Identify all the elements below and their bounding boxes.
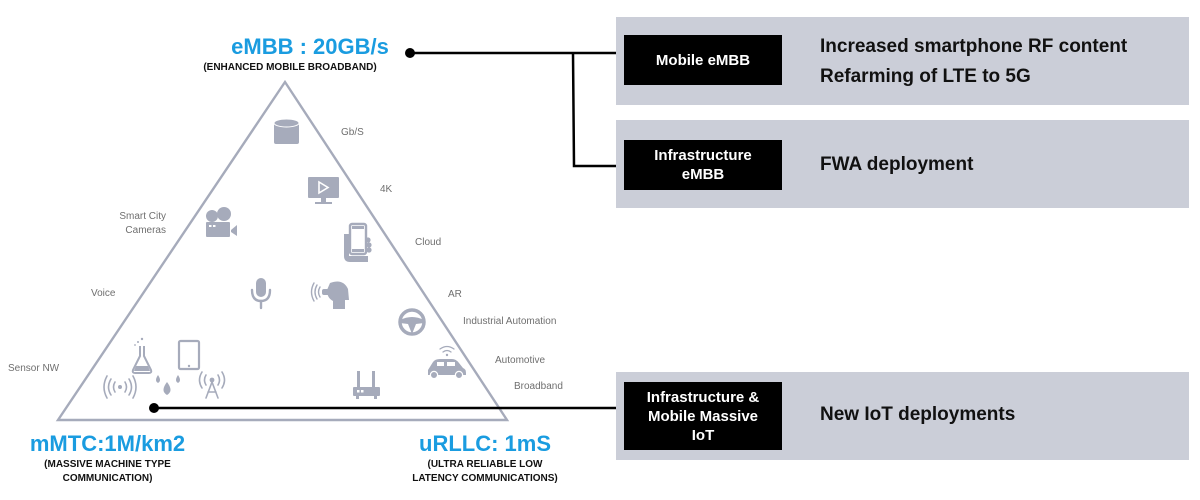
panel-text-line: Increased smartphone RF content <box>820 36 1128 57</box>
wireless-signal-icon <box>103 375 137 399</box>
label-ar: AR <box>448 289 462 300</box>
badge-label: IoT <box>691 426 715 444</box>
label-cloud: Cloud <box>415 237 442 248</box>
movie-camera-icon <box>206 207 237 237</box>
tablet-icon <box>177 339 201 371</box>
badge-label: Mobile eMBB <box>655 51 751 69</box>
urllc-title: uRLLC: 1mS <box>419 431 551 456</box>
mmtc-subtitle-line: (MASSIVE MACHINE TYPE <box>44 459 171 470</box>
badge-infrastructure-embb: Infrastructure eMBB <box>624 140 782 190</box>
router-icon <box>353 371 380 399</box>
phone-in-hand-icon <box>344 222 372 262</box>
urllc-subtitle: (ULTRA RELIABLE LOW LATENCY COMMUNICATIO… <box>385 458 585 486</box>
label-sensor-nw: Sensor NW <box>8 363 60 374</box>
label-voice: Voice <box>91 288 116 299</box>
panel-mobile-embb: Mobile eMBB Increased smartphone RF cont… <box>616 17 1189 105</box>
urllc-subtitle-line: (ULTRA RELIABLE LOW <box>427 459 543 470</box>
badge-massive-iot: Infrastructure & Mobile Massive IoT <box>624 382 782 450</box>
panel-infrastructure-embb: Infrastructure eMBB FWA deployment <box>616 120 1189 208</box>
label-broadband: Broadband <box>514 381 563 392</box>
use-case-triangle <box>55 79 510 422</box>
label-cameras-line: Cameras <box>125 225 166 236</box>
microphone-icon <box>250 278 272 310</box>
flask-icon <box>131 337 153 374</box>
panel-text-line: New IoT deployments <box>820 404 1016 425</box>
label-automotive: Automotive <box>495 355 546 366</box>
panel-text-line: Refarming of LTE to 5G <box>820 66 1031 87</box>
embb-title: eMBB : 20GB/s <box>231 34 389 59</box>
mmtc-subtitle-line: COMMUNICATION) <box>62 473 153 484</box>
label-smart-city-cameras: Smart City Cameras <box>110 210 166 238</box>
embb-connector <box>405 48 616 168</box>
water-drops-icon <box>156 375 180 395</box>
urllc-subtitle-line: LATENCY COMMUNICATIONS) <box>412 473 558 484</box>
panel-massive-iot: Infrastructure & Mobile Massive IoT New … <box>616 372 1189 460</box>
label-4k: 4K <box>380 184 393 195</box>
steering-wheel-icon <box>398 308 426 336</box>
panel-text-line: FWA deployment <box>820 154 974 175</box>
badge-mobile-embb: Mobile eMBB <box>624 35 782 85</box>
panel-description: New IoT deployments <box>820 400 1015 430</box>
label-smart-city-line: Smart City <box>119 211 166 222</box>
mmtc-subtitle: (MASSIVE MACHINE TYPE COMMUNICATION) <box>20 458 195 486</box>
mmtc-connector <box>149 403 616 413</box>
vr-headset-icon <box>310 281 349 309</box>
radio-tower-icon <box>198 371 226 399</box>
label-industrial-automation: Industrial Automation <box>463 316 557 327</box>
panel-description: FWA deployment <box>820 150 973 180</box>
connected-car-icon <box>428 345 466 380</box>
label-gbs: Gb/S <box>341 127 364 138</box>
database-icon <box>273 118 300 144</box>
badge-label: Mobile Massive <box>647 407 759 425</box>
panel-description: Increased smartphone RF content Refarmin… <box>820 32 1127 92</box>
badge-label: eMBB <box>681 166 725 183</box>
embb-subtitle: (ENHANCED MOBILE BROADBAND) <box>203 62 377 73</box>
video-monitor-icon <box>308 177 339 204</box>
mmtc-title: mMTC:1M/km2 <box>29 431 186 456</box>
badge-label: Infrastructure & <box>646 388 760 406</box>
badge-label: Infrastructure <box>654 147 752 164</box>
